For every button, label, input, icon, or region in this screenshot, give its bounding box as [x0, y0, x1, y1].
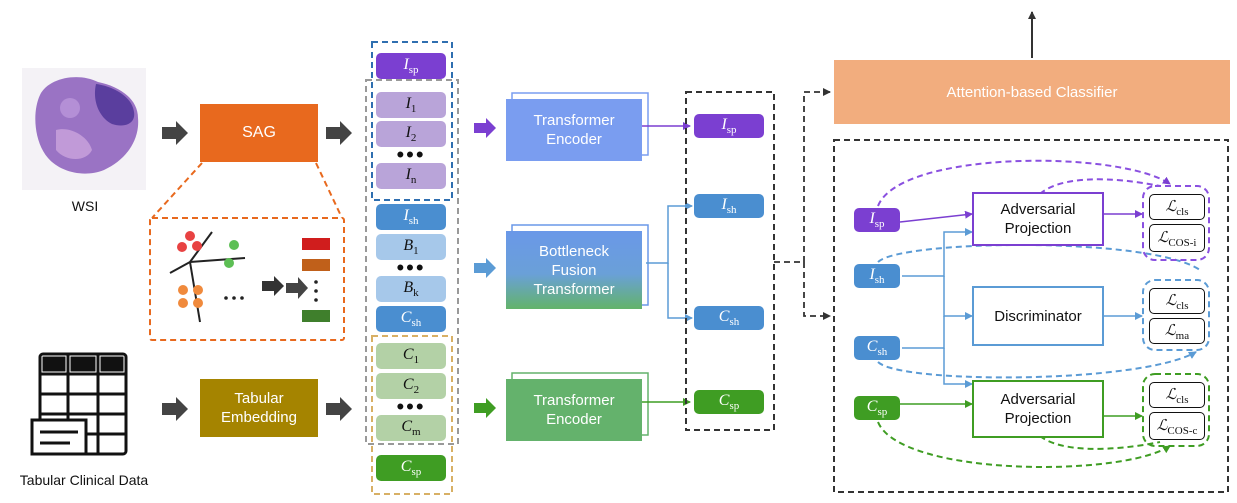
- token-i-1: I1: [376, 92, 446, 118]
- token-c-1-text: C1: [402, 345, 420, 367]
- sag-block: SAG: [200, 104, 318, 162]
- token-c-2: C2: [376, 373, 446, 399]
- token-i-1-text: I1: [405, 94, 417, 116]
- module-frame: [833, 139, 1229, 493]
- output-c-sp: Csp: [694, 390, 764, 414]
- token-c-2-text: C2: [402, 375, 420, 397]
- token-i-n-text: In: [405, 165, 417, 187]
- loss-cls-middle: ℒcls: [1149, 288, 1205, 314]
- module-i-sh-text: Ish: [869, 265, 885, 287]
- token-i-n: In: [376, 163, 446, 189]
- adversarial-projection-clinical: Adversarial Projection: [972, 380, 1104, 438]
- loss-cos-c: ℒCOS-c: [1149, 412, 1205, 440]
- module-c-sh: Csh: [854, 336, 900, 360]
- output-c-sp-text: Csp: [718, 391, 740, 413]
- token-b-k: Bk: [376, 276, 446, 302]
- bottleneck-fusion-transformer: Bottleneck Fusion Transformer: [506, 231, 642, 309]
- output-c-sh-text: Csh: [718, 307, 740, 329]
- token-c-sh: Csh: [376, 306, 446, 332]
- attention-classifier: Attention-based Classifier: [834, 60, 1230, 124]
- fusion-token-frame: [365, 79, 459, 445]
- token-i-sp: Isp: [376, 53, 446, 79]
- token-c-sh-text: Csh: [400, 308, 422, 330]
- token-c-1: C1: [376, 343, 446, 369]
- green-arrow: [474, 398, 496, 418]
- output-i-sh: Ish: [694, 194, 764, 218]
- token-i-sh-text: Ish: [403, 206, 419, 228]
- output-i-sp: Isp: [694, 114, 764, 138]
- token-c-sp-text: Csp: [400, 457, 422, 479]
- table-document-icon: [30, 352, 128, 456]
- wsi-thumbnail-image: [22, 68, 146, 190]
- purple-arrow: [474, 118, 496, 138]
- sag-zoom-box: [149, 162, 345, 341]
- loss-cos-c-text: ℒCOS-c: [1156, 417, 1198, 437]
- token-i-2-text: I2: [405, 123, 417, 145]
- transformer-encoder-clinical: Transformer Encoder: [506, 379, 642, 441]
- loss-cls-top-text: ℒcls: [1165, 198, 1189, 218]
- tabular-embedding-block: Tabular Embedding: [200, 379, 318, 437]
- loss-cls-top: ℒcls: [1149, 194, 1205, 220]
- loss-frame-bottom: [1142, 373, 1210, 447]
- loss-cls-bottom-text: ℒcls: [1165, 386, 1189, 406]
- output-i-sh-text: Ish: [721, 195, 737, 217]
- loss-ma-text: ℒma: [1164, 322, 1190, 342]
- discriminator: Discriminator: [972, 286, 1104, 346]
- output-token-frame: [685, 91, 775, 431]
- blue-arrow: [474, 258, 496, 278]
- graph-partition-icon: [169, 231, 330, 323]
- module-c-sp: Csp: [854, 396, 900, 420]
- loss-cos-i-text: ℒCOS-i: [1157, 229, 1197, 249]
- ellipsis-bottleneck: •••: [396, 255, 426, 280]
- tabular-data-label: Tabular Clinical Data: [19, 472, 149, 488]
- token-i-2: I2: [376, 121, 446, 147]
- loss-cls-middle-text: ℒcls: [1165, 292, 1189, 312]
- token-b-1: B1: [376, 234, 446, 260]
- token-c-sp: Csp: [376, 455, 446, 481]
- module-c-sp-text: Csp: [866, 397, 888, 419]
- ellipsis-image: •••: [396, 142, 426, 167]
- loss-cls-bottom: ℒcls: [1149, 382, 1205, 408]
- loss-frame-top: [1142, 185, 1210, 261]
- token-c-m-text: Cm: [401, 417, 421, 439]
- loss-cos-i: ℒCOS-i: [1149, 224, 1205, 252]
- clinical-token-frame: [371, 335, 453, 495]
- loss-frame-middle: [1142, 279, 1210, 351]
- wsi-label: WSI: [71, 198, 99, 214]
- token-i-sh: Ish: [376, 204, 446, 230]
- loss-ma: ℒma: [1149, 318, 1205, 344]
- output-c-sh: Csh: [694, 306, 764, 330]
- flow-arrows-left: [162, 121, 352, 421]
- output-i-sp-text: Isp: [721, 115, 737, 137]
- transformer-encoder-image: Transformer Encoder: [506, 99, 642, 161]
- module-i-sh: Ish: [854, 264, 900, 288]
- token-b-k-text: Bk: [403, 278, 419, 300]
- image-token-frame: [371, 41, 453, 201]
- token-c-m: Cm: [376, 415, 446, 441]
- ellipsis-clinical: •••: [396, 394, 426, 419]
- module-i-sp: Isp: [854, 208, 900, 232]
- token-b-1-text: B1: [403, 236, 419, 258]
- adversarial-projection-image: Adversarial Projection: [972, 192, 1104, 246]
- token-i-sp-text: Isp: [403, 55, 419, 77]
- module-i-sp-text: Isp: [869, 209, 885, 231]
- module-c-sh-text: Csh: [866, 337, 888, 359]
